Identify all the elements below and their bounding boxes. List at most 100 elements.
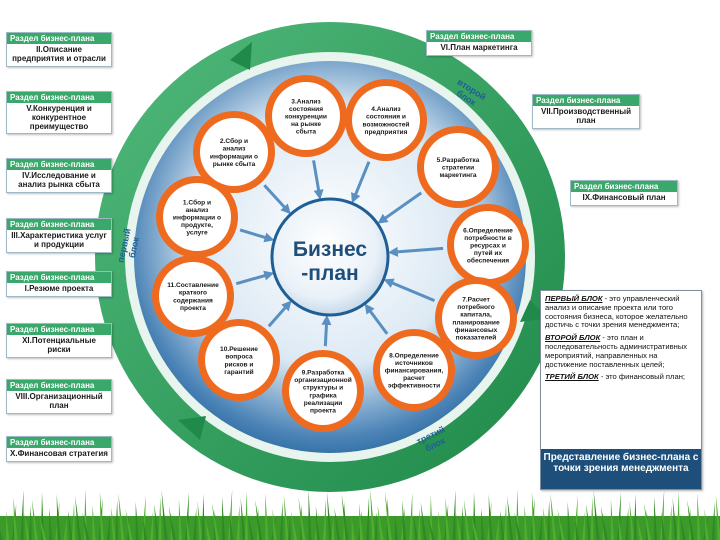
grass-blade bbox=[677, 491, 680, 540]
section-box-v: Раздел бизнес-плана V.Конкуренция и конк… bbox=[6, 91, 112, 134]
grass-blade bbox=[453, 490, 456, 540]
step-text-line: информации о bbox=[210, 153, 258, 160]
grass-blade bbox=[21, 490, 24, 540]
grass-blade bbox=[245, 491, 248, 540]
section-header: Раздел бизнес-плана bbox=[7, 272, 111, 283]
section-box-iv: Раздел бизнес-плана IV.Исследование и ан… bbox=[6, 158, 112, 193]
third-block-key: ТРЕТИЙ БЛОК bbox=[545, 372, 599, 381]
step-text-line: анализ bbox=[186, 207, 210, 214]
section-header: Раздел бизнес-плана bbox=[7, 33, 111, 44]
step-text-line: 9.Разработка bbox=[302, 369, 345, 377]
section-box-xi: Раздел бизнес-плана XI.Потенциальные рис… bbox=[6, 323, 112, 358]
section-title: V.Конкуренция и конкурентное преимуществ… bbox=[7, 103, 111, 133]
step-text-line: ресурсах и bbox=[470, 243, 506, 250]
step-text-line: рынке сбыта bbox=[213, 160, 256, 168]
second-block-key: ВТОРОЙ БЛОК bbox=[545, 333, 600, 342]
step-text-line: содержания bbox=[173, 297, 213, 304]
section-header: Раздел бизнес-плана bbox=[7, 159, 111, 170]
step-text-line: 10.Решение bbox=[220, 346, 258, 353]
step-text-line: конкуренции bbox=[285, 114, 327, 121]
section-box-iii: Раздел бизнес-плана III.Характеристика у… bbox=[6, 218, 112, 253]
section-title: III.Характеристика услуг и продукции bbox=[7, 230, 111, 252]
step-text-line: графика bbox=[309, 392, 337, 399]
section-header: Раздел бизнес-плана bbox=[533, 95, 639, 106]
step-text-line: анализ bbox=[223, 146, 247, 153]
step-text-line: источников bbox=[395, 360, 433, 367]
step-text-line: возможностей bbox=[363, 120, 410, 128]
step-text-line: 2.Сбор и bbox=[220, 137, 248, 145]
grass-blade bbox=[309, 490, 312, 540]
section-title: I.Резюме проекта bbox=[7, 283, 111, 296]
step-circle-6: 6.Определениепотребности вресурсах ипуте… bbox=[447, 204, 529, 286]
step-text-line: расчет bbox=[403, 375, 426, 382]
step-text-line: 7.Расчет bbox=[462, 297, 490, 304]
section-title: VI.План маркетинга bbox=[427, 42, 531, 55]
section-box-viii: Раздел бизнес-плана VIII.Организационный… bbox=[6, 379, 112, 414]
step-circle-9: 9.Разработкаорганизационнойструктуры игр… bbox=[282, 350, 364, 432]
section-header: Раздел бизнес-плана bbox=[7, 324, 111, 335]
step-text-line: обеспечения bbox=[467, 257, 509, 265]
center-title-line1: Бизнес bbox=[293, 238, 368, 261]
section-title: IX.Финансовый план bbox=[571, 192, 677, 205]
grass-decoration bbox=[0, 486, 720, 540]
step-text-line: 4.Анализ bbox=[371, 106, 401, 113]
step-text-line: информации о bbox=[173, 215, 221, 222]
management-representation-banner: Представление бизнес-плана с точки зрени… bbox=[541, 449, 701, 489]
step-text-line: 11.Составление bbox=[167, 282, 219, 289]
step-text-line: 5.Разработка bbox=[437, 156, 480, 164]
section-box-x: Раздел бизнес-плана X.Финансовая стратег… bbox=[6, 436, 112, 462]
step-text-line: финансовых bbox=[455, 327, 498, 334]
section-header: Раздел бизнес-плана bbox=[7, 437, 111, 448]
step-text-line: предприятия bbox=[365, 129, 408, 136]
step-text-line: структуры и bbox=[303, 385, 343, 392]
step-text-line: эффективности bbox=[388, 383, 440, 390]
step-text-line: маркетинга bbox=[439, 172, 476, 179]
step-text-line: 1.Сбор и bbox=[183, 198, 211, 206]
step-text-line: 8.Определение bbox=[389, 352, 439, 359]
section-title: VII.Производственный план bbox=[533, 106, 639, 128]
center-title-line2: -план bbox=[301, 262, 358, 285]
section-box-vii: Раздел бизнес-плана VII.Производственный… bbox=[532, 94, 640, 129]
step-text-line: потребного bbox=[457, 303, 494, 311]
step-text-line: потребности в bbox=[464, 234, 512, 242]
step-text-line: проекта bbox=[180, 305, 206, 312]
step-text-line: услуге bbox=[186, 230, 208, 237]
step-text-line: 6.Определение bbox=[463, 227, 513, 234]
step-text-line: стратегии bbox=[442, 165, 474, 172]
step-text-line: организационной bbox=[294, 376, 352, 384]
step-text-line: планирование bbox=[452, 319, 500, 326]
step-text-line: реализации bbox=[304, 400, 343, 407]
blocks-description-panel: ПЕРВЫЙ БЛОК - это управленческий анализ … bbox=[540, 290, 702, 490]
step-text-line: сбыта bbox=[296, 128, 317, 136]
section-box-i: Раздел бизнес-плана I.Резюме проекта bbox=[6, 271, 112, 297]
step-text-line: показателей bbox=[456, 334, 497, 342]
step-text-line: 3.Анализ bbox=[291, 98, 321, 105]
section-header: Раздел бизнес-плана bbox=[7, 380, 111, 391]
step-text-line: капитала, bbox=[460, 312, 492, 319]
step-circle-5: 5.Разработкастратегиимаркетинга bbox=[417, 126, 499, 208]
section-box-vi: Раздел бизнес-плана VI.План маркетинга bbox=[426, 30, 532, 56]
step-circle-8: 8.Определениеисточниковфинансирования,ра… bbox=[373, 329, 455, 411]
step-text-line: проекта bbox=[310, 408, 336, 415]
section-box-ii: Раздел бизнес-плана II.Описание предприя… bbox=[6, 32, 112, 67]
step-text-line: на рынке bbox=[291, 121, 321, 128]
step-text-line: продукте, bbox=[181, 222, 213, 229]
section-title: II.Описание предприятия и отрасли bbox=[7, 44, 111, 66]
step-text-line: рисков и bbox=[225, 361, 254, 368]
section-title: X.Финансовая стратегия bbox=[7, 448, 111, 461]
section-title: XI.Потенциальные риски bbox=[7, 335, 111, 357]
step-text-line: гарантий bbox=[224, 368, 253, 376]
section-header: Раздел бизнес-плана bbox=[427, 31, 531, 42]
section-title: VIII.Организационный план bbox=[7, 391, 111, 413]
section-header: Раздел бизнес-плана bbox=[7, 92, 111, 103]
step-text-line: краткого bbox=[179, 290, 207, 297]
step-text-line: путей их bbox=[474, 249, 503, 257]
third-block-text: - это финансовый план; bbox=[599, 372, 685, 381]
section-title: IV.Исследование и анализ рынка сбыта bbox=[7, 170, 111, 192]
section-box-ix: Раздел бизнес-плана IX.Финансовый план bbox=[570, 180, 678, 206]
step-text-line: состояния и bbox=[366, 114, 406, 121]
section-header: Раздел бизнес-плана bbox=[7, 219, 111, 230]
